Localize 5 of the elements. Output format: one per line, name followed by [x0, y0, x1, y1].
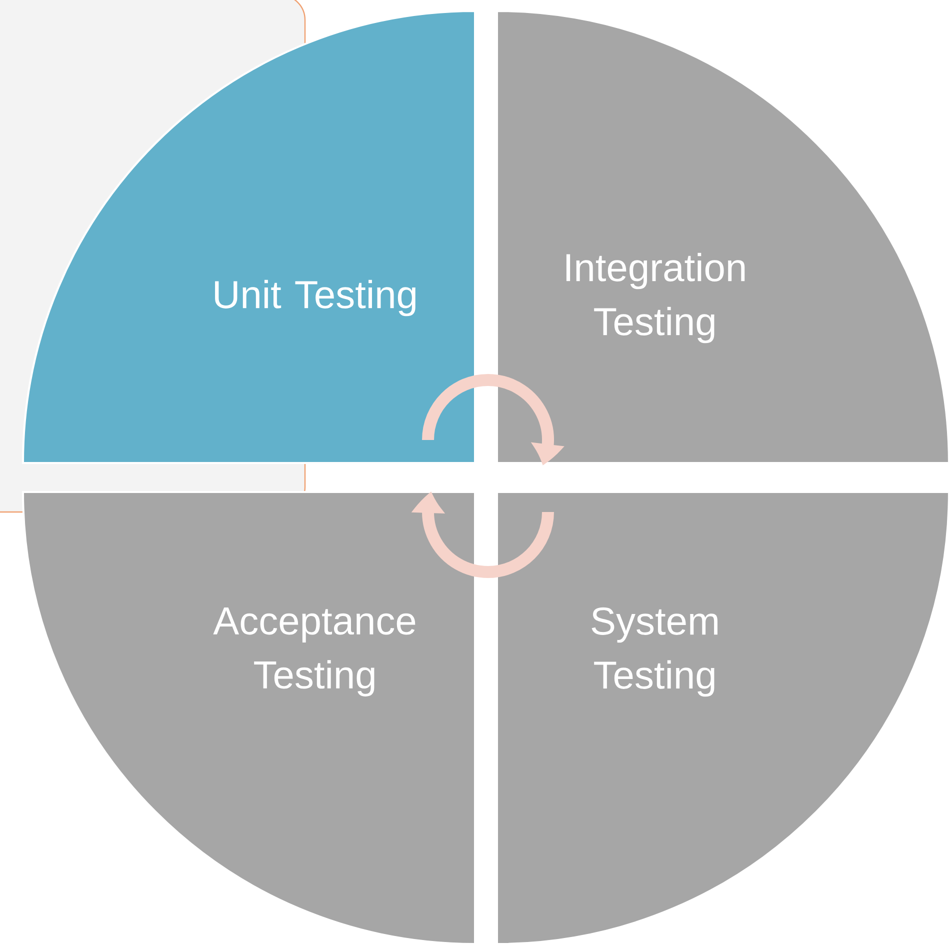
quarter-segment: System Testing — [496, 491, 949, 945]
quarter-segment: Acceptance Testing — [22, 491, 476, 945]
cycle-arrow — [414, 493, 554, 578]
quarter-segment: Integration Testing — [496, 10, 949, 464]
quarter-segment: Unit Testing — [22, 10, 476, 464]
